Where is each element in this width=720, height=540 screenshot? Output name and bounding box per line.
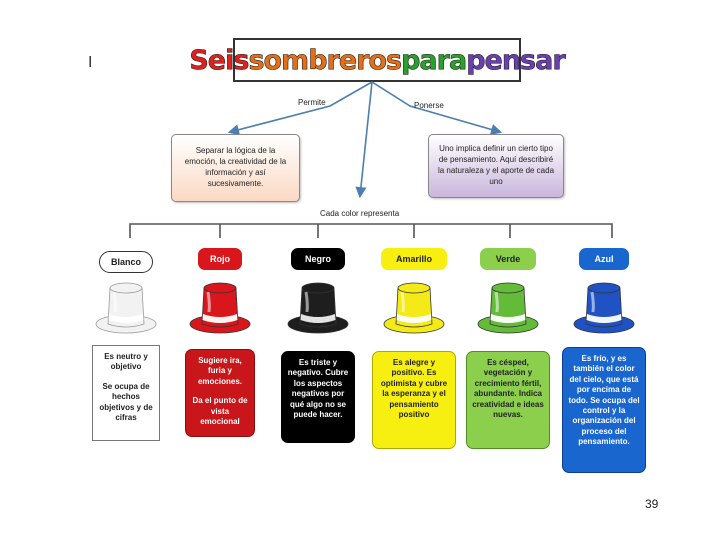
title-word-2: sombreros <box>248 44 402 76</box>
hat-description-5: Es césped, vegetación y crecimiento fért… <box>466 351 550 449</box>
page-number: 39 <box>645 497 659 511</box>
hat-description-text: Es neutro y objetivo <box>104 352 148 372</box>
hat-description-text: Es triste y negativo. Cubre los aspectos… <box>287 358 349 419</box>
hat-description-text: Sugiere ira, furia y emociones. <box>197 356 242 386</box>
label-ponerse: Ponerse <box>414 101 444 110</box>
description-right-box: Uno implica definir un cierto tipo de pe… <box>428 134 564 198</box>
diagram-title: Seis sombreros para pensar <box>189 38 566 82</box>
hat-description-text: Es frío, y es también el color del cielo… <box>568 354 640 447</box>
label-cada-color: Cada color representa <box>320 209 400 218</box>
hat-description-4: Es alegre y positivo. Es optimista y cub… <box>372 351 456 449</box>
title-word-4: pensar <box>466 44 566 76</box>
top-hat-icon <box>383 282 445 334</box>
hat-label-1: Blanco <box>99 251 153 273</box>
arrow-to-left-box <box>227 81 373 136</box>
top-hat-icon <box>573 282 635 334</box>
title-word-1: Seis <box>189 44 250 76</box>
top-hat-icon <box>95 282 157 334</box>
top-hat-icon <box>477 282 539 334</box>
hat-description-text: Da el punto de vista emocional <box>192 396 248 426</box>
hat-description-6: Es frío, y es también el color del cielo… <box>562 347 646 473</box>
branch-line <box>129 223 613 238</box>
hat-label-4: Amarillo <box>381 248 447 270</box>
hat-description-text: Es alegre y positivo. Es optimista y cub… <box>380 358 448 419</box>
hat-label-5: Verde <box>480 248 536 270</box>
hat-description-3: Es triste y negativo. Cubre los aspectos… <box>281 351 355 443</box>
hat-description-text: Se ocupa de hechos objetivos y de cifras <box>99 381 153 422</box>
hat-description-1: Es neutro y objetivo Se ocupa de hechos o… <box>92 345 160 441</box>
hat-label-3: Negro <box>291 248 345 270</box>
hat-label-2: Rojo <box>198 248 242 270</box>
stray-mark: I <box>88 54 93 71</box>
arrow-to-colors <box>355 81 373 199</box>
label-permite: Permite <box>298 98 326 107</box>
top-hat-icon <box>287 282 349 334</box>
hat-description-2: Sugiere ira, furia y emociones. Da el pun… <box>185 349 255 437</box>
top-hat-icon <box>189 282 251 334</box>
hat-label-6: Azul <box>579 248 629 270</box>
hat-description-text: Es césped, vegetación y crecimiento fért… <box>472 358 544 419</box>
description-left-box: Separar la lógica de la emoción, la crea… <box>171 134 300 202</box>
title-word-3: para <box>401 44 468 76</box>
